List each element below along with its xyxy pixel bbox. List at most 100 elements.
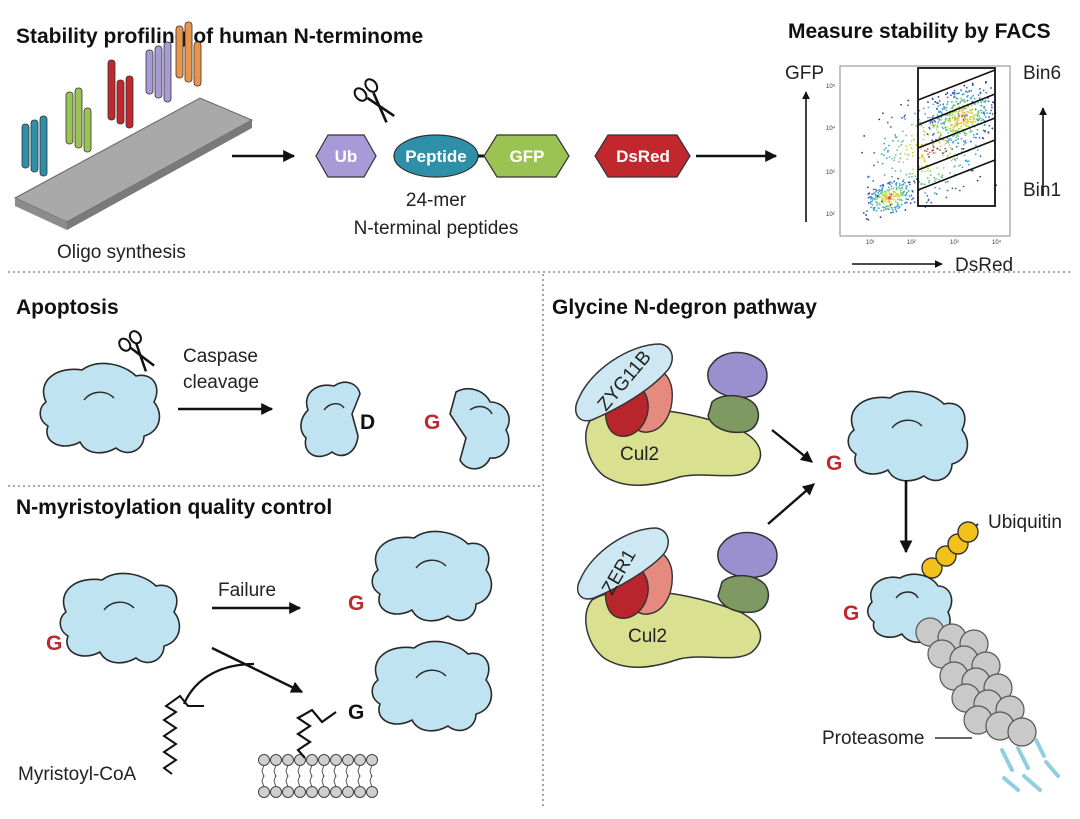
facs-dot xyxy=(886,150,889,153)
facs-dot xyxy=(914,175,917,178)
facs-dot xyxy=(885,157,888,160)
facs-dot xyxy=(945,126,948,129)
facs-dot xyxy=(965,86,968,89)
peptide-fragments xyxy=(1000,738,1060,792)
facs-dot xyxy=(990,109,993,112)
facs-dot xyxy=(951,141,954,144)
facs-dot xyxy=(945,109,948,112)
facs-dot xyxy=(954,104,956,107)
facs-dot xyxy=(903,115,906,118)
facs-dot xyxy=(910,147,913,150)
oligo-tube xyxy=(116,79,125,125)
facs-dot xyxy=(903,181,906,184)
facs-dot xyxy=(869,195,872,198)
ubiquitin-label: Ubiquitin xyxy=(988,512,1062,533)
facs-dot xyxy=(959,127,961,130)
facs-dot xyxy=(951,148,954,150)
facs-dot xyxy=(905,145,908,148)
facs-dot xyxy=(890,211,892,214)
facs-dot xyxy=(898,160,900,163)
facs-dot xyxy=(887,186,890,189)
facs-dot xyxy=(953,93,956,95)
facs-dot xyxy=(951,135,954,138)
facs-dot xyxy=(906,154,909,157)
facs-dot xyxy=(984,81,987,84)
fragment-g-label: G xyxy=(424,411,440,434)
y-tick-2: 10³ xyxy=(826,170,835,176)
lipid-tail xyxy=(285,774,289,788)
facs-dot xyxy=(878,203,881,206)
facs-dot xyxy=(897,204,900,206)
facs-dot xyxy=(907,181,910,184)
facs-dot xyxy=(931,143,934,146)
facs-dot xyxy=(873,151,876,154)
facs-dot xyxy=(873,192,876,195)
facs-dot xyxy=(894,134,897,136)
facs-dot xyxy=(979,87,981,90)
facs-dot xyxy=(912,138,915,141)
facs-dot xyxy=(960,113,963,116)
facs-dot xyxy=(966,94,969,97)
facs-dot xyxy=(991,106,993,109)
facs-dot xyxy=(982,129,985,132)
facs-dot xyxy=(871,203,874,206)
x-tick-2: 10² xyxy=(907,240,916,246)
facs-dot xyxy=(865,217,868,220)
facs-dot xyxy=(918,165,921,168)
facs-dot xyxy=(927,153,929,156)
facs-dot xyxy=(910,139,913,142)
arrow-success xyxy=(211,646,304,694)
facs-dot xyxy=(931,134,934,136)
facs-dot xyxy=(901,187,903,190)
facs-dot xyxy=(972,121,974,124)
facs-dot xyxy=(962,93,965,96)
failure-label: Failure xyxy=(218,580,276,601)
oligo-tube xyxy=(21,123,30,169)
x-tick-1: 10¹ xyxy=(866,240,875,246)
facs-dot xyxy=(933,119,936,122)
facs-dot xyxy=(880,210,883,212)
facs-dot xyxy=(961,114,964,117)
facs-dot xyxy=(890,157,893,160)
facs-dot xyxy=(922,138,925,141)
facs-dot xyxy=(964,134,967,137)
membrane-bilayer xyxy=(258,754,378,798)
facs-dot xyxy=(943,105,945,108)
facs-dot xyxy=(950,130,953,133)
facs-dot xyxy=(938,178,941,181)
facs-dot xyxy=(912,168,915,171)
facs-dot xyxy=(905,173,908,176)
oligo-tube xyxy=(163,41,172,103)
facs-dot xyxy=(955,110,958,113)
facs-dot xyxy=(879,216,882,219)
facs-dot xyxy=(963,107,966,110)
facs-dot xyxy=(883,142,886,145)
facs-dot xyxy=(941,108,944,111)
x-tick-3: 10³ xyxy=(950,240,959,246)
facs-dot xyxy=(952,127,955,129)
facs-dot xyxy=(941,126,944,129)
facs-dot xyxy=(935,193,938,195)
facs-dot xyxy=(954,116,956,119)
facs-dot xyxy=(902,191,905,194)
facs-dot xyxy=(915,125,918,127)
facs-dot xyxy=(892,190,895,193)
facs-dot xyxy=(951,92,954,95)
arrow-bottom-complex xyxy=(767,483,815,525)
facs-dot xyxy=(960,89,962,92)
apoptosis-fragment-left xyxy=(300,381,361,458)
facs-dot xyxy=(882,206,885,209)
facs-dot xyxy=(875,198,877,201)
facs-dot xyxy=(911,172,914,175)
facs-dot xyxy=(984,109,987,111)
facs-dot xyxy=(941,174,944,177)
facs-dot xyxy=(963,154,966,157)
facs-dot xyxy=(883,154,885,157)
facs-dot xyxy=(884,192,887,195)
facs-dot xyxy=(977,94,980,97)
facs-dot xyxy=(902,180,904,183)
facs-dot xyxy=(875,194,877,197)
facs-dot xyxy=(932,103,935,106)
facs-dot xyxy=(962,123,965,126)
lipid-head xyxy=(318,786,330,798)
